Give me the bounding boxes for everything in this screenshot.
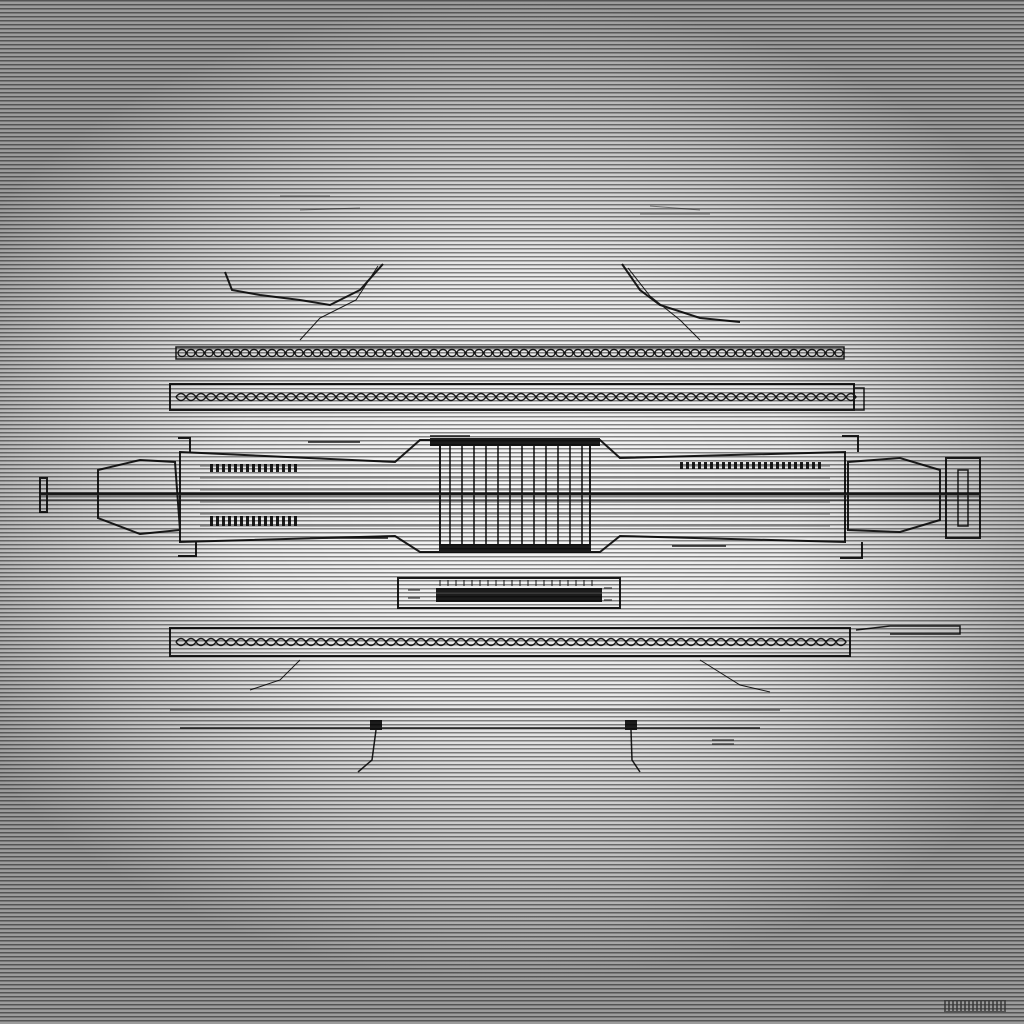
central-shaft-assembly <box>39 435 981 559</box>
top-scratch-marks <box>280 195 710 215</box>
upper-beaded-bar <box>169 383 865 411</box>
upper-chain-rail <box>175 346 845 360</box>
top-bracket-right <box>621 263 741 341</box>
lower-beaded-bar <box>169 625 961 693</box>
signature-scribble-icon <box>944 1000 1006 1012</box>
bottom-rail-with-legs <box>170 709 780 773</box>
center-label-plate <box>397 577 621 609</box>
top-bracket-left <box>224 263 384 341</box>
